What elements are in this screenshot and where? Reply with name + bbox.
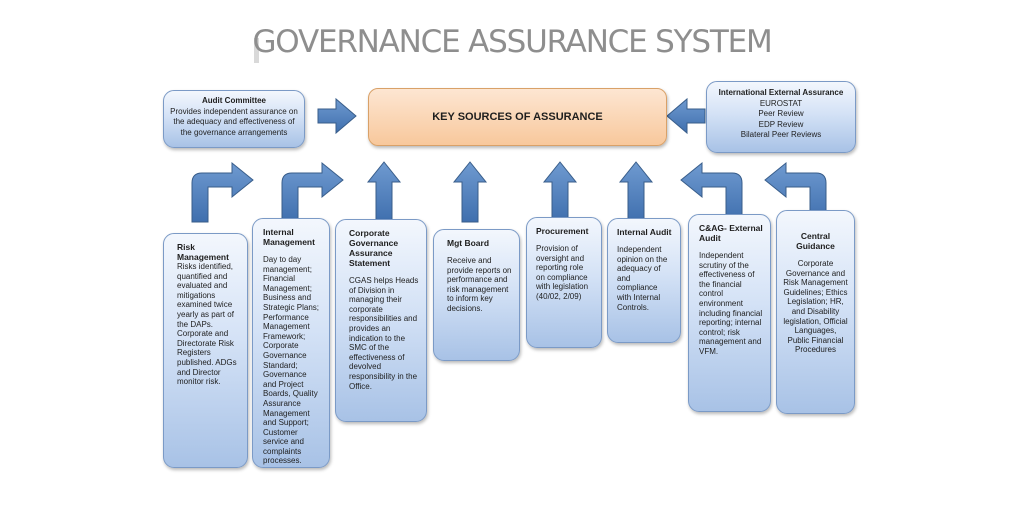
international-line: EDP Review [758,119,804,129]
audit-committee-box: Audit Committee Provides independent ass… [163,90,305,148]
central-guidance-box: Central Guidance Corporate Governance an… [776,210,855,414]
cag-external-audit-heading: C&AG- External Audit [699,223,763,243]
internal-audit-heading: Internal Audit [617,227,672,237]
arrow-left-icon [666,97,706,135]
procurement-body: Provision of oversight and reporting rol… [536,244,589,301]
cag-external-audit-box: C&AG- External Audit Independent scrutin… [688,214,771,412]
procurement-box: Procurement Provision of oversight and r… [526,217,602,348]
mgt-board-box: Mgt Board Receive and provide reports on… [433,229,520,361]
internal-management-box: Internal Management Day to day managemen… [252,218,330,468]
central-guidance-heading: Central Guidance [796,231,835,251]
key-sources-box: KEY SOURCES OF ASSURANCE [368,88,667,146]
bent-arrow-up-left-icon [764,161,827,223]
cag-external-audit-body: Independent scrutiny of the effectivenes… [699,251,763,356]
international-line: Peer Review [758,109,804,118]
arrow-up-icon [452,161,488,223]
cgas-heading: Corporate Governance Assurance Statement [349,228,399,268]
mgt-board-body: Receive and provide reports on performan… [447,256,512,313]
cgas-body: CGAS helps Heads of Division in managing… [349,276,419,391]
arrow-up-icon [618,161,654,223]
page-title: GOVERNANCE ASSURANCE SYSTEM [252,24,772,60]
bent-arrow-up-left-icon [680,161,743,223]
title-accent-bar [254,38,259,63]
central-guidance-body: Corporate Governance and Risk Management… [783,259,848,355]
international-line: EUROSTAT [759,98,803,108]
risk-management-heading: Risk Management [177,242,229,262]
arrow-right-icon [317,97,357,135]
internal-management-heading: Internal Management [263,227,315,247]
internal-audit-box: Internal Audit Independent opinion on th… [607,218,681,343]
procurement-heading: Procurement [536,226,589,236]
arrow-up-icon [366,161,402,223]
bent-arrow-up-right-icon [191,161,254,223]
arrow-up-icon [542,161,578,223]
internal-audit-body: Independent opinion on the adequacy of a… [617,245,668,312]
international-line: Bilateral Peer Reviews [740,130,822,139]
risk-management-body: Risks identified, quantified and evaluat… [177,262,237,387]
mgt-board-heading: Mgt Board [447,238,490,248]
international-assurance-box: International External Assurance EUROSTA… [706,81,856,153]
internal-management-body: Day to day management; Financial Managem… [263,255,320,466]
international-heading: International External Assurance [718,88,844,97]
audit-committee-body: Provides independent assurance on the ad… [170,106,298,137]
cgas-box: Corporate Governance Assurance Statement… [335,219,427,422]
bent-arrow-up-right-icon [281,161,344,223]
risk-management-box: Risk Management Risks identified, quanti… [163,233,248,468]
audit-committee-heading: Audit Committee [202,96,266,105]
